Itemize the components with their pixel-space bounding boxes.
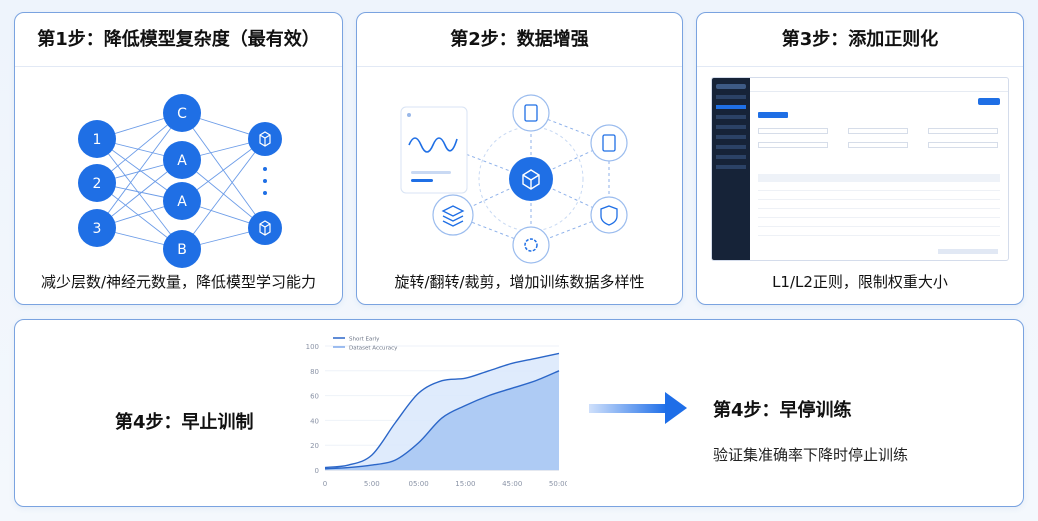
orbit-ring bbox=[478, 126, 584, 232]
hidden-node bbox=[163, 182, 201, 220]
input-node-label: 3 bbox=[93, 221, 102, 237]
step1-title: 第1步：降低模型复杂度（最有效） bbox=[15, 13, 342, 67]
input-node bbox=[78, 209, 116, 247]
step3-title: 第3步：添加正则化 bbox=[697, 13, 1023, 67]
satellite-node-right-top bbox=[590, 124, 628, 162]
satellite-node-top bbox=[512, 94, 550, 132]
step4-right-desc: 验证集准确率下降时停止训练 bbox=[713, 446, 909, 464]
dashboard-table bbox=[758, 174, 1000, 246]
hidden-node bbox=[163, 141, 201, 179]
x-tick-label: 0 bbox=[323, 480, 327, 488]
hidden-node bbox=[163, 230, 201, 268]
dashboard-topbar bbox=[750, 78, 1008, 92]
step2-caption: 旋转/翻转/裁剪，增加训练数据多样性 bbox=[394, 273, 645, 291]
satellite-node-bottom bbox=[512, 226, 550, 264]
y-tick-label: 80 bbox=[310, 368, 319, 376]
ellipsis-dot bbox=[263, 179, 267, 183]
hidden-node-label: B bbox=[177, 242, 187, 258]
dashboard-sidebar bbox=[712, 78, 750, 260]
x-tick-label: 15:00 bbox=[455, 480, 475, 488]
legend-label: Dataset Accuracy bbox=[349, 346, 398, 352]
hidden-layer: C A A B bbox=[163, 94, 201, 268]
step2-card: 第2步：数据增强 bbox=[356, 12, 683, 305]
series-line bbox=[324, 370, 560, 470]
y-tick-label: 40 bbox=[310, 417, 319, 425]
wave-line-icon bbox=[408, 137, 458, 153]
step3-card: 第3步：添加正则化 bbox=[696, 12, 1024, 305]
x-tick-label: 05:00 bbox=[409, 480, 429, 488]
ellipsis-dot bbox=[263, 167, 267, 171]
neural-network-diagram: 1 2 3 C A A B bbox=[78, 94, 282, 268]
series-area bbox=[325, 370, 559, 470]
input-node-label: 2 bbox=[93, 176, 102, 192]
cube-icon bbox=[259, 131, 271, 147]
step1-card: 第1步：降低模型复杂度（最有效） 1 2 3 C A A B bbox=[14, 12, 343, 305]
dashboard-screenshot bbox=[711, 77, 1009, 261]
input-node bbox=[78, 120, 116, 158]
cube-icon bbox=[259, 220, 271, 236]
y-tick-label: 60 bbox=[310, 393, 319, 401]
x-tick-label: 45:00 bbox=[502, 480, 522, 488]
arrow-right-icon bbox=[589, 392, 687, 424]
ellipsis-dot bbox=[263, 191, 267, 195]
input-node bbox=[78, 164, 116, 202]
hidden-node bbox=[163, 94, 201, 132]
y-tick-label: 0 bbox=[315, 467, 319, 475]
hidden-node-label: C bbox=[177, 106, 187, 122]
satellite-node-right-bottom bbox=[590, 196, 628, 234]
network-connections bbox=[96, 112, 266, 250]
step2-title: 第2步：数据增强 bbox=[357, 13, 682, 67]
layers-icon bbox=[441, 205, 465, 227]
output-layer bbox=[248, 122, 282, 245]
document-icon bbox=[524, 104, 538, 122]
series-line bbox=[324, 352, 560, 469]
cube-icon bbox=[522, 169, 540, 190]
clipboard-icon bbox=[602, 134, 616, 152]
satellite-node-left bbox=[432, 194, 474, 236]
input-layer: 1 2 3 bbox=[78, 120, 116, 247]
dashboard-primary-button bbox=[978, 98, 1000, 105]
dashboard-filter-row bbox=[758, 112, 1000, 162]
hidden-node-label: A bbox=[177, 194, 187, 210]
step4-left-title: 第4步：早止训制 bbox=[115, 412, 254, 433]
x-tick-label: 5:00 bbox=[364, 480, 380, 488]
step1-caption: 减少层数/神经元数量，降低模型学习能力 bbox=[40, 273, 317, 291]
input-node-label: 1 bbox=[93, 132, 102, 148]
dashboard-pagination bbox=[938, 249, 998, 254]
x-tick-label: 50:00 bbox=[549, 480, 567, 488]
legend-label: Short Early bbox=[349, 337, 380, 343]
chart-panel bbox=[400, 106, 468, 194]
y-tick-label: 20 bbox=[310, 442, 319, 450]
data-augmentation-diagram bbox=[400, 94, 628, 264]
step3-caption: L1/L2正则，限制权重大小 bbox=[772, 273, 948, 291]
shield-icon bbox=[600, 205, 618, 226]
center-node bbox=[509, 157, 553, 201]
y-tick-label: 100 bbox=[306, 343, 319, 351]
step4-right-title: 第4步：早停训练 bbox=[713, 400, 852, 421]
gear-icon bbox=[524, 238, 538, 252]
hidden-node-label: A bbox=[177, 153, 187, 169]
